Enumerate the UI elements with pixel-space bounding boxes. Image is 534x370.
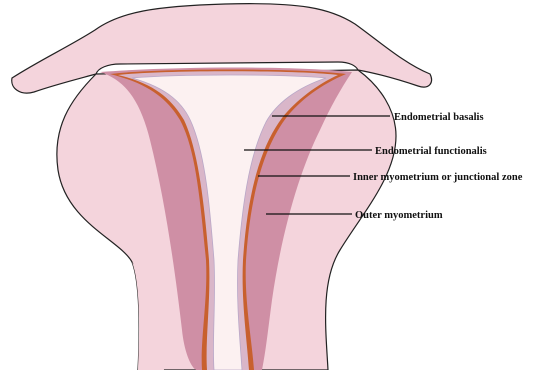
label-endometrial-functionalis: Endometrial functionalis bbox=[375, 146, 487, 157]
label-inner-myometrium-junctional-zone: Inner myometrium or junctional zone bbox=[353, 172, 523, 183]
label-outer-myometrium: Outer myometrium bbox=[355, 210, 443, 221]
label-endometrial-basalis: Endometrial basalis bbox=[394, 112, 484, 123]
